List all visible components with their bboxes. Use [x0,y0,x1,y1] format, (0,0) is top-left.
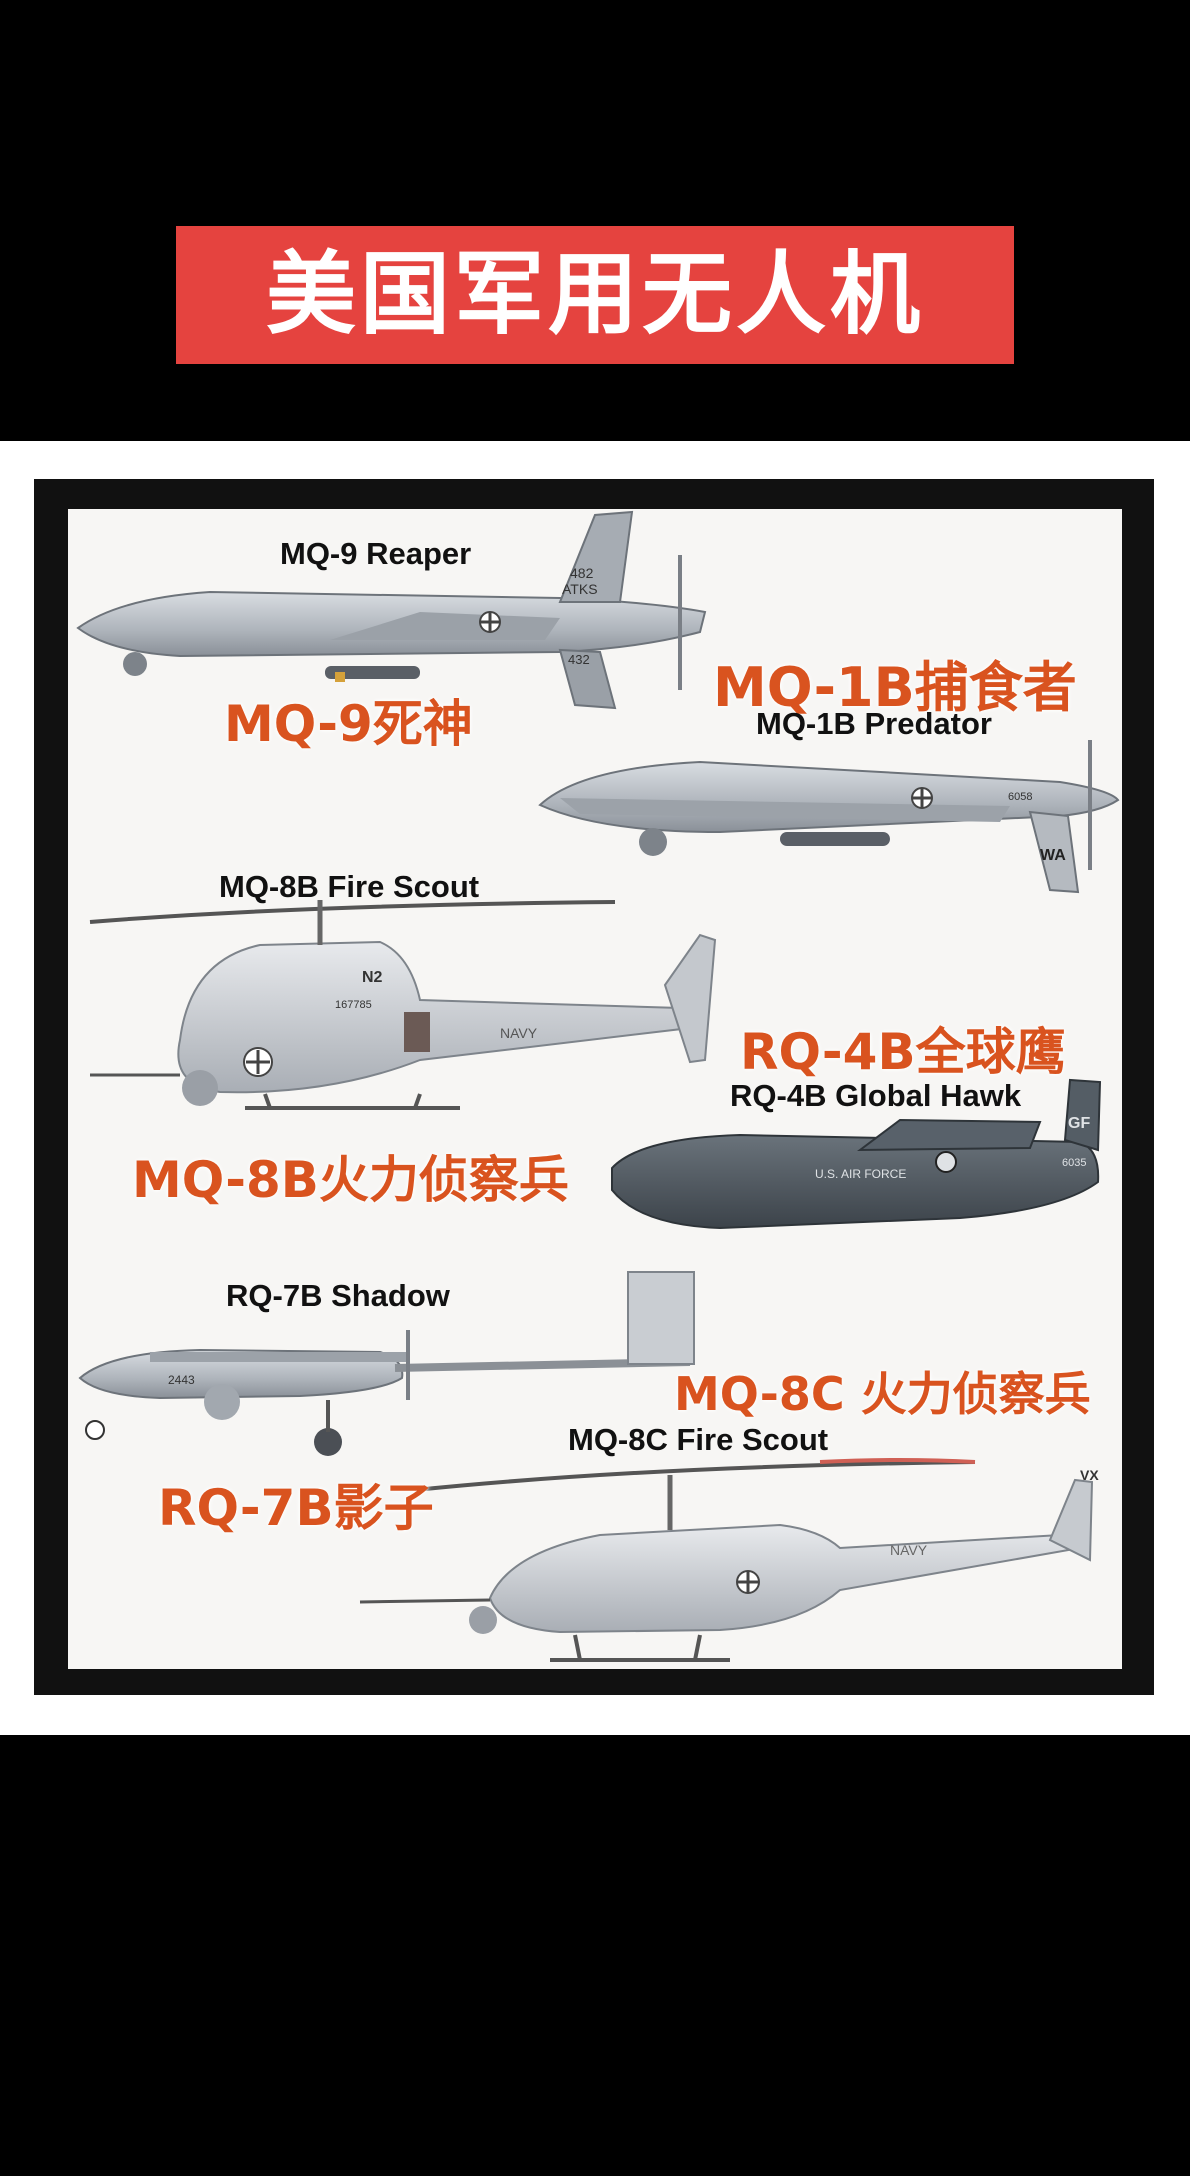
label-mq8c-en: MQ-8C Fire Scout [568,1422,829,1457]
mq8c-marking-vx: VX [1080,1467,1099,1483]
mq9-marking-482: 482 [570,565,594,581]
label-mq9-zh: MQ-9死神 [224,695,473,753]
rq4b-marking-usaf: U.S. AIR FORCE [815,1167,906,1181]
label-mq1b-en: MQ-1B Predator [756,706,992,741]
title-banner: 美国军用无人机 [176,226,1014,364]
label-mq8b-zh: MQ-8B火力侦察兵 [132,1151,569,1209]
rq7b-shadow-drawing: 2443 [78,1271,695,1456]
label-rq4b-en: RQ-4B Global Hawk [730,1078,1022,1113]
mq8b-marking-n2: N2 [362,969,383,986]
rq4b-marking-gf: GF [1068,1115,1090,1132]
mq9-marking-432: 432 [568,652,590,667]
mq9-marking-atks: ATKS [562,581,598,597]
mq1b-predator-drawing: WA 6058 [538,740,1120,894]
label-mq1b-zh: MQ-1B捕食者 [713,656,1077,719]
rq7b-marking-2443: 2443 [168,1373,195,1387]
mq1b-marking-wa: WA [1040,847,1066,864]
mq8b-marking-navy: NAVY [500,1025,538,1041]
label-mq8c-zh: MQ-8C 火力侦察兵 [674,1367,1091,1421]
mq1b-marking-6058: 6058 [1008,791,1032,803]
label-mq9-en: MQ-9 Reaper [280,536,472,571]
rq4b-marking-6035: 6035 [1062,1157,1086,1169]
label-mq8b-en: MQ-8B Fire Scout [219,869,480,904]
mq8c-marking-navy: NAVY [890,1542,928,1558]
mq9-reaper-drawing: 482 ATKS 432 [76,510,707,710]
label-rq7b-en: RQ-7B Shadow [226,1278,450,1313]
page-title: 美国军用无人机 [266,242,924,347]
mq8b-fire-scout-drawing: N2 167785 NAVY [89,900,717,1110]
rq4b-global-hawk-drawing: U.S. AIR FORCE GF 6035 [611,1078,1102,1230]
label-rq7b-zh: RQ-7B影子 [158,1479,434,1537]
mq8b-marking-serial: 167785 [335,999,372,1011]
mq8c-fire-scout-drawing: VX NAVY [359,1458,1099,1662]
label-rq4b-zh: RQ-4B全球鹰 [740,1023,1066,1081]
